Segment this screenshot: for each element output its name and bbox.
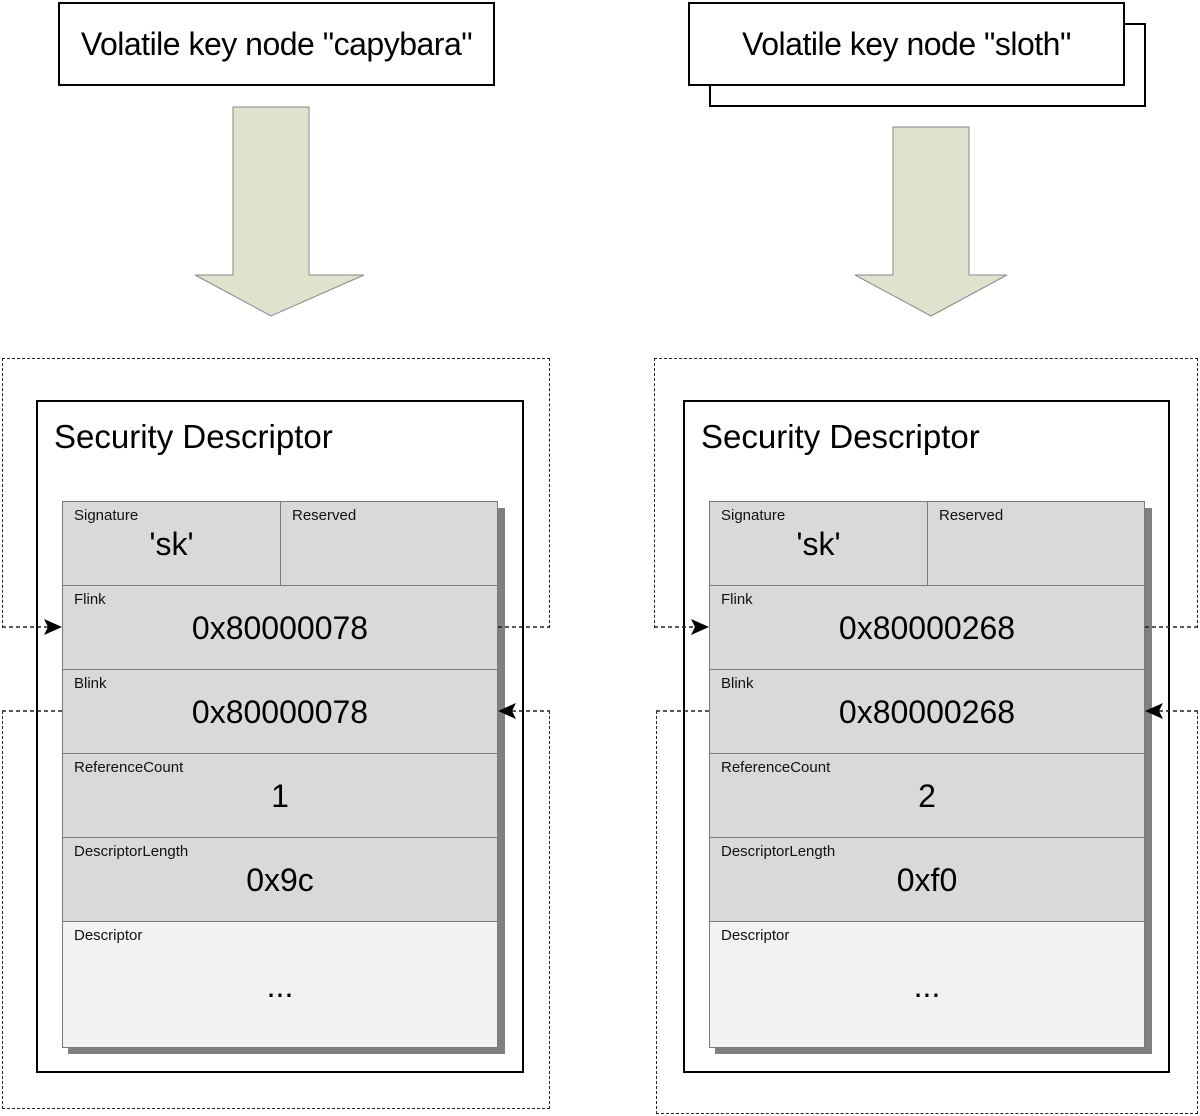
field-label: DescriptorLength	[74, 843, 189, 860]
descriptor-cell: Descriptor ...	[62, 921, 498, 1048]
field-label: Descriptor	[74, 927, 143, 944]
blink-cell: Blink 0x80000078	[62, 669, 498, 754]
key-node-sloth: Volatile key node "sloth"	[688, 2, 1125, 86]
reference-count-cell: ReferenceCount 2	[709, 753, 1145, 838]
field-value: 2	[918, 778, 936, 814]
field-label: Reserved	[292, 507, 357, 524]
down-arrow-right	[854, 126, 1008, 317]
field-label: ReferenceCount	[74, 759, 184, 776]
field-value: 'sk'	[796, 526, 841, 562]
down-arrow-left	[194, 106, 365, 317]
field-label: Flink	[74, 591, 106, 608]
descriptor-length-cell: DescriptorLength 0xf0	[709, 837, 1145, 922]
field-value: ...	[266, 968, 294, 1004]
field-value: 0x80000078	[191, 694, 369, 730]
key-node-label: Volatile key node "sloth"	[742, 25, 1071, 62]
field-label: Blink	[74, 675, 107, 692]
descriptor-length-cell: DescriptorLength 0x9c	[62, 837, 498, 922]
flink-link-dashed-left	[2, 358, 550, 628]
field-value: 0x9c	[246, 862, 314, 898]
field-label: Signature	[721, 507, 786, 524]
signature-cell: Signature 'sk'	[709, 501, 928, 586]
field-value: 1	[271, 778, 289, 814]
descriptor-cell: Descriptor ...	[709, 921, 1145, 1048]
flink-cell: Flink 0x80000268	[709, 585, 1145, 670]
blink-link-dashed-left	[2, 711, 550, 1109]
reserved-cell: Reserved	[927, 501, 1145, 586]
field-value: ...	[913, 968, 941, 1004]
field-label: Signature	[74, 507, 139, 524]
field-label: Flink	[721, 591, 753, 608]
reference-count-cell: ReferenceCount 1	[62, 753, 498, 838]
key-node-capybara: Volatile key node "capybara"	[58, 2, 495, 86]
field-label: Blink	[721, 675, 754, 692]
blink-cell: Blink 0x80000268	[709, 669, 1145, 754]
reserved-cell: Reserved	[280, 501, 498, 586]
blink-link-dashed-right	[656, 711, 1198, 1114]
flink-link-dashed-right	[654, 358, 1198, 628]
field-label: DescriptorLength	[721, 843, 836, 860]
field-value: 0x80000078	[191, 610, 369, 646]
field-value: 0x80000268	[838, 694, 1016, 730]
field-value: 0xf0	[896, 862, 958, 898]
flink-cell: Flink 0x80000078	[62, 585, 498, 670]
field-label: ReferenceCount	[721, 759, 831, 776]
security-descriptor-title: Security Descriptor	[701, 418, 980, 455]
key-node-label: Volatile key node "capybara"	[80, 25, 473, 62]
field-label: Descriptor	[721, 927, 790, 944]
field-value: 'sk'	[149, 526, 194, 562]
signature-cell: Signature 'sk'	[62, 501, 281, 586]
security-descriptor-title: Security Descriptor	[54, 418, 333, 455]
field-value: 0x80000268	[838, 610, 1016, 646]
field-label: Reserved	[939, 507, 1004, 524]
